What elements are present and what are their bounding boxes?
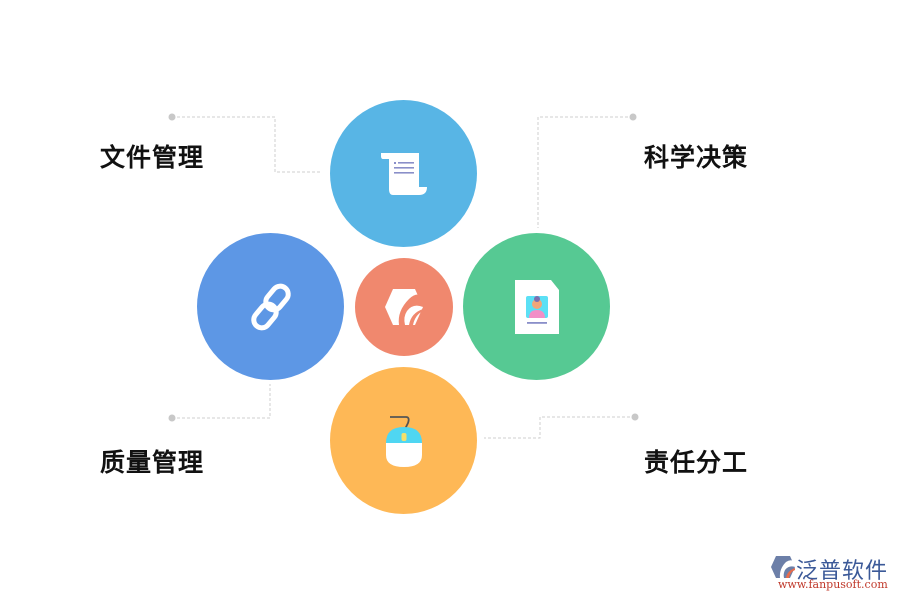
label-file-management: 文件管理 <box>100 143 205 172</box>
label-responsibility-division: 责任分工 <box>644 448 749 477</box>
watermark-logo: 泛普软件 www.fanpusoft.com <box>770 553 895 595</box>
node-quality-management <box>197 233 344 380</box>
node-responsibility-division <box>330 367 477 514</box>
mouse-icon <box>385 415 422 467</box>
center-logo <box>355 258 453 356</box>
watermark-url: www.fanpusoft.com <box>778 578 888 591</box>
node-scientific-decision <box>463 233 610 380</box>
fanpu-logo-icon <box>385 289 423 325</box>
node-file-management <box>330 100 477 247</box>
scroll-document-icon <box>380 152 427 195</box>
label-scientific-decision: 科学决策 <box>644 143 749 172</box>
fanpu-mark-icon <box>771 556 795 578</box>
label-quality-management: 质量管理 <box>100 448 205 477</box>
watermark-brand: 泛普软件 <box>796 559 889 584</box>
profile-document-icon <box>514 279 559 334</box>
chain-link-icon <box>250 283 291 330</box>
